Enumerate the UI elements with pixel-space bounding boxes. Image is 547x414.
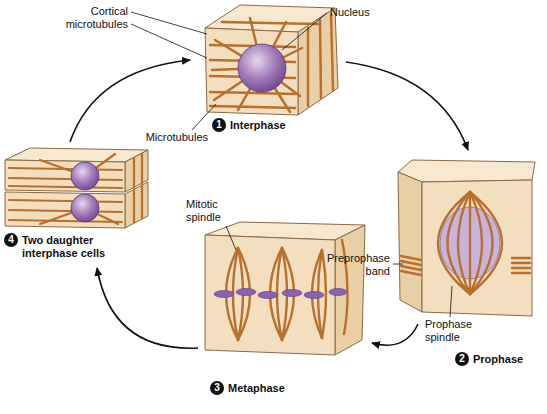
structure-label: Microtubules bbox=[128, 131, 208, 144]
stage-callout: 4 Two daughter interphase cells bbox=[4, 233, 122, 260]
stage-name: Metaphase bbox=[228, 382, 285, 395]
stage-name: Prophase bbox=[473, 353, 523, 366]
stage-name: Two daughter interphase cells bbox=[22, 234, 122, 260]
structure-label: Preprophase band bbox=[326, 252, 390, 278]
stage-name: Interphase bbox=[230, 119, 286, 132]
interphase-cell bbox=[205, 5, 338, 115]
metaphase-cell bbox=[205, 222, 365, 355]
structure-label: Prophase spindle bbox=[425, 318, 477, 344]
daughter-cells bbox=[5, 148, 148, 228]
stage-callout: 1 Interphase bbox=[212, 118, 286, 132]
prophase-cell bbox=[398, 160, 535, 316]
stage-callout: 2 Prophase bbox=[455, 352, 523, 366]
structure-label: Nucleus bbox=[330, 6, 390, 19]
structure-label: Mitotic spindle bbox=[186, 198, 234, 224]
callout-number: 3 bbox=[210, 381, 224, 395]
callout-number: 4 bbox=[4, 233, 18, 247]
callout-number: 2 bbox=[455, 352, 469, 366]
leader-lines bbox=[131, 12, 452, 317]
callout-number: 1 bbox=[212, 118, 226, 132]
structure-label: Cortical microtubules bbox=[58, 5, 128, 31]
stage-callout: 3 Metaphase bbox=[210, 381, 285, 395]
preprophase-band bbox=[401, 256, 530, 275]
